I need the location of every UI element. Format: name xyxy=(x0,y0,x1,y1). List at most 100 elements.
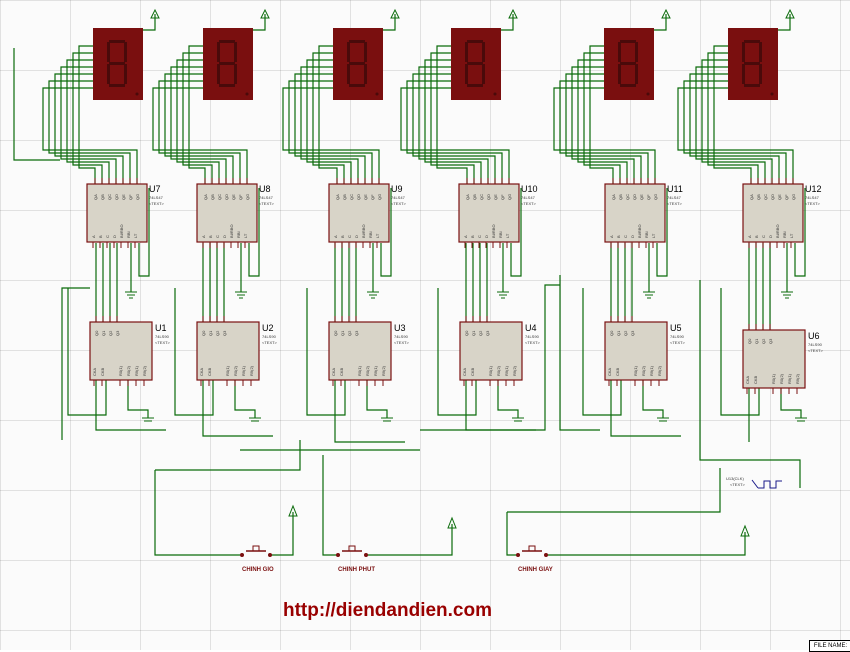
wire xyxy=(248,188,260,277)
power-arrow-icon xyxy=(508,8,518,19)
decoder-part: 74LS47 xyxy=(391,195,406,200)
pin-label: Q0 xyxy=(747,338,752,344)
pin-label: R0(1) xyxy=(771,373,776,384)
wire xyxy=(78,45,96,184)
pin-label: QD xyxy=(356,194,361,200)
pin-label: QG xyxy=(791,194,796,200)
wire xyxy=(366,380,388,418)
pin-label: QC xyxy=(763,194,768,200)
counter-part: 74LS90 xyxy=(394,334,409,339)
pin-label: A xyxy=(333,235,338,238)
wire xyxy=(400,87,510,184)
pin-label: QG xyxy=(653,194,658,200)
segment xyxy=(109,62,125,65)
pin-label: Q2 xyxy=(108,330,113,336)
pin-label: QB xyxy=(342,194,347,200)
wire xyxy=(577,59,628,184)
pin-label: C xyxy=(761,235,766,238)
pin-label: C xyxy=(347,235,352,238)
pin-label: QE xyxy=(639,194,644,200)
segment xyxy=(349,40,365,43)
wire xyxy=(683,80,787,184)
pin-label: B xyxy=(754,235,759,238)
pin-label: R0(2) xyxy=(233,365,238,376)
wire xyxy=(155,440,301,471)
wire xyxy=(306,288,346,416)
counter-text: <TEXT> xyxy=(808,348,824,353)
seven-segment-display xyxy=(451,28,501,100)
seven-segment-display xyxy=(93,28,143,100)
pin-label: QB xyxy=(100,194,105,200)
wire xyxy=(152,87,248,184)
wire xyxy=(253,14,266,31)
clock-text: <TEXT> xyxy=(730,482,746,487)
pin-label: QC xyxy=(107,194,112,200)
wire xyxy=(234,380,256,418)
decoder-ref: U11 xyxy=(667,184,683,194)
pin-label: D xyxy=(768,235,773,238)
wire xyxy=(61,287,90,440)
pin-label: QC xyxy=(479,194,484,200)
pin-label: QD xyxy=(486,194,491,200)
pin-label: A xyxy=(463,235,468,238)
pin-label: Q2 xyxy=(347,330,352,336)
segment xyxy=(347,64,350,84)
power-arrow-icon xyxy=(288,504,298,517)
decimal-point xyxy=(375,92,379,96)
segment xyxy=(618,64,621,84)
segment xyxy=(744,62,760,65)
segment xyxy=(107,64,110,84)
clock-source: U13(CLK)<TEXT> xyxy=(726,476,782,489)
seven-segment-display xyxy=(203,28,253,100)
wire xyxy=(677,87,794,184)
pin-label: A xyxy=(201,235,206,238)
button-cap xyxy=(252,545,260,552)
wire xyxy=(282,87,380,184)
power-arrow-icon xyxy=(661,8,671,19)
counter-text: <TEXT> xyxy=(394,340,410,345)
wire xyxy=(582,288,622,416)
pin-label: Q1 xyxy=(340,330,345,336)
seven-segment-display xyxy=(728,28,778,100)
pin-label: RBI xyxy=(126,231,131,238)
wire xyxy=(713,45,752,184)
button-cap xyxy=(528,545,536,552)
power-arrow-icon xyxy=(785,8,795,19)
pin-label: R9(1) xyxy=(787,373,792,384)
segment xyxy=(217,42,220,62)
pin-label: C xyxy=(477,235,482,238)
wire xyxy=(67,288,107,416)
wire xyxy=(506,512,520,556)
button-terminal xyxy=(364,553,368,557)
segment xyxy=(742,42,745,62)
wire xyxy=(176,59,220,184)
wire xyxy=(654,14,667,31)
pin-label: CKB xyxy=(339,367,344,376)
pin-label: B xyxy=(98,235,103,238)
counter-ref: U2 xyxy=(262,323,274,333)
pin-label: QG xyxy=(245,194,250,200)
pin-label: QD xyxy=(632,194,637,200)
pin-label: R0(2) xyxy=(641,365,646,376)
footer-url[interactable]: http://diendandien.com xyxy=(283,600,492,621)
pin-label: R9(2) xyxy=(142,365,147,376)
wire xyxy=(202,380,273,437)
pin-label: D xyxy=(112,235,117,238)
button-terminal xyxy=(336,553,340,557)
pin-label: D xyxy=(484,235,489,238)
pin-label: QC xyxy=(349,194,354,200)
counter-text: <TEXT> xyxy=(155,340,171,345)
wire xyxy=(507,468,721,513)
decoder-ref: U12 xyxy=(805,184,822,194)
wire xyxy=(418,66,489,184)
segment xyxy=(124,64,127,84)
pin-label: A xyxy=(609,235,614,238)
wire xyxy=(95,380,166,431)
segment xyxy=(219,84,235,87)
pin-label: CKB xyxy=(615,367,620,376)
pin-label: RBI xyxy=(236,231,241,238)
